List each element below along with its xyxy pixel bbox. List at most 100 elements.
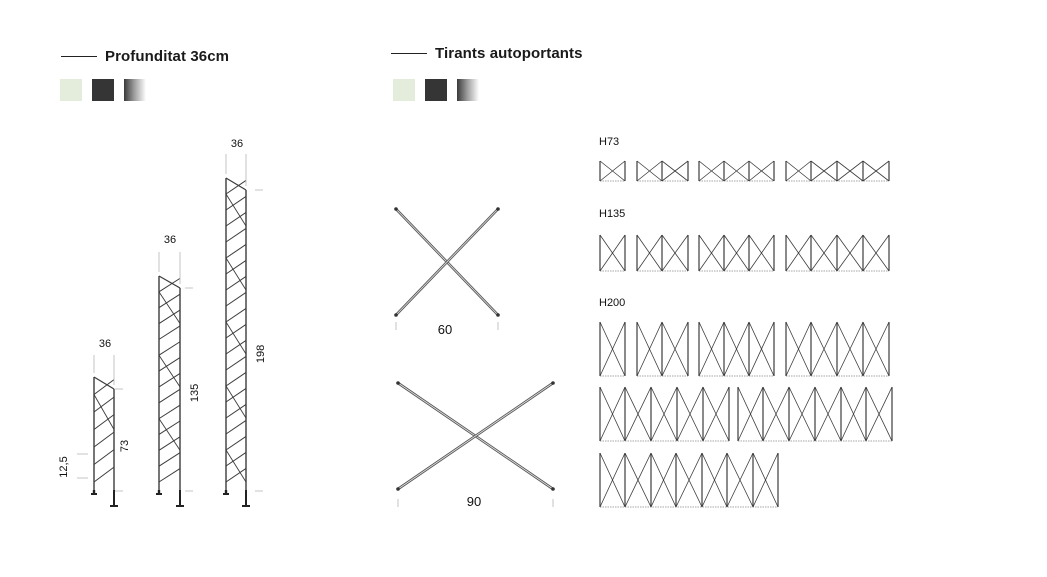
config-cross — [737, 386, 764, 442]
frame-rung — [225, 467, 247, 483]
config-cross — [636, 234, 663, 272]
config-cross — [698, 234, 725, 272]
side-frame-2 — [156, 252, 193, 507]
config-cross — [836, 234, 864, 272]
brace-end-cap — [394, 313, 398, 317]
brace-end-cap — [394, 207, 398, 211]
side-frames — [77, 154, 263, 507]
frame-rung — [225, 259, 247, 275]
section-braces-header: Tirants autoportants — [391, 45, 583, 62]
frame-brace — [225, 193, 247, 227]
frame-rung — [158, 341, 181, 356]
side-frame-3 — [223, 154, 263, 507]
frame-rung — [225, 371, 247, 387]
config-cross — [661, 321, 689, 377]
side-frame-1 — [91, 355, 123, 507]
config-cross — [726, 452, 754, 508]
frame-top-rail — [93, 376, 115, 390]
frame-brace — [158, 354, 181, 388]
config-cross — [624, 452, 652, 508]
cross-brace-2 — [396, 381, 555, 507]
config-h73-2 — [636, 160, 689, 182]
brace-end-cap — [396, 487, 400, 491]
config-cross — [862, 321, 890, 377]
config-cross — [723, 160, 750, 182]
config-cross — [748, 321, 775, 377]
config-h200-5 — [599, 386, 730, 442]
frame-rung — [158, 357, 181, 372]
config-cross — [675, 452, 703, 508]
frame-rung — [93, 396, 115, 413]
config-cross — [698, 160, 725, 182]
frame-rung — [225, 275, 247, 291]
frame-rung — [93, 379, 115, 395]
config-h135-3 — [698, 234, 775, 272]
frame-brace — [158, 418, 181, 451]
config-cross — [599, 452, 626, 508]
config-cross — [723, 321, 750, 377]
frame-2-depth-label: 36 — [164, 234, 176, 246]
frame-brace — [158, 291, 181, 324]
config-cross — [624, 386, 652, 442]
swatch-chrome-gradient — [124, 79, 146, 101]
config-h200-6 — [737, 386, 893, 442]
cross-braces — [394, 207, 555, 507]
config-cross — [748, 234, 775, 272]
config-cross — [810, 160, 838, 182]
config-h200-label: H200 — [599, 297, 625, 309]
config-cross — [599, 386, 626, 442]
config-cross — [723, 234, 750, 272]
frame-rung — [158, 309, 181, 324]
section-braces-title: Tirants autoportants — [435, 45, 583, 62]
frame-rung — [158, 325, 181, 340]
frame-rung — [93, 414, 115, 430]
frame-rung — [158, 373, 181, 388]
config-cross — [785, 234, 812, 272]
config-cross — [785, 321, 812, 377]
config-h135-1 — [599, 234, 626, 272]
frame-rung — [225, 419, 247, 435]
config-h135-2 — [636, 234, 689, 272]
config-cross — [599, 321, 626, 377]
section-depth-title: Profunditat 36cm — [105, 48, 230, 65]
frame-rung — [158, 293, 181, 309]
config-cross — [810, 234, 838, 272]
config-cross — [661, 160, 689, 182]
frame-2-height-label: 135 — [189, 384, 201, 402]
config-cross — [836, 160, 864, 182]
config-cross — [840, 386, 867, 442]
frame-rung — [225, 227, 247, 243]
frame-rung — [93, 449, 115, 465]
frame-top-rail — [225, 177, 247, 191]
brace-end-cap — [551, 381, 555, 385]
frame-rung — [225, 243, 247, 259]
config-h73-3 — [698, 160, 775, 182]
frame-rung — [158, 404, 181, 420]
frame-rung — [158, 388, 181, 404]
frame-rung — [158, 436, 181, 451]
brace-90-width-label: 90 — [467, 494, 481, 509]
frame-rung — [225, 403, 247, 419]
frame-brace — [225, 321, 247, 355]
frame-1-height-label: 73 — [119, 440, 131, 452]
frame-brace — [225, 257, 247, 291]
config-cross — [752, 452, 779, 508]
config-cross — [788, 386, 816, 442]
frame-rung — [225, 291, 247, 307]
brace-rod-highlight — [397, 382, 554, 490]
config-cross — [599, 234, 626, 272]
shelf-configurations — [599, 160, 893, 508]
header-rule — [61, 55, 97, 58]
frame-1-foot-label: 12,5 — [58, 456, 70, 477]
swatch-dark-gray — [92, 79, 114, 101]
frame-rung — [158, 452, 181, 467]
config-cross — [810, 321, 838, 377]
frame-rung — [225, 195, 247, 211]
config-cross — [702, 386, 730, 442]
frame-rung — [225, 451, 247, 467]
cross-brace-1 — [394, 207, 500, 330]
frame-rung — [225, 179, 247, 195]
config-h200-1 — [599, 321, 626, 377]
frame-rung — [225, 435, 247, 451]
frame-rung — [225, 323, 247, 339]
